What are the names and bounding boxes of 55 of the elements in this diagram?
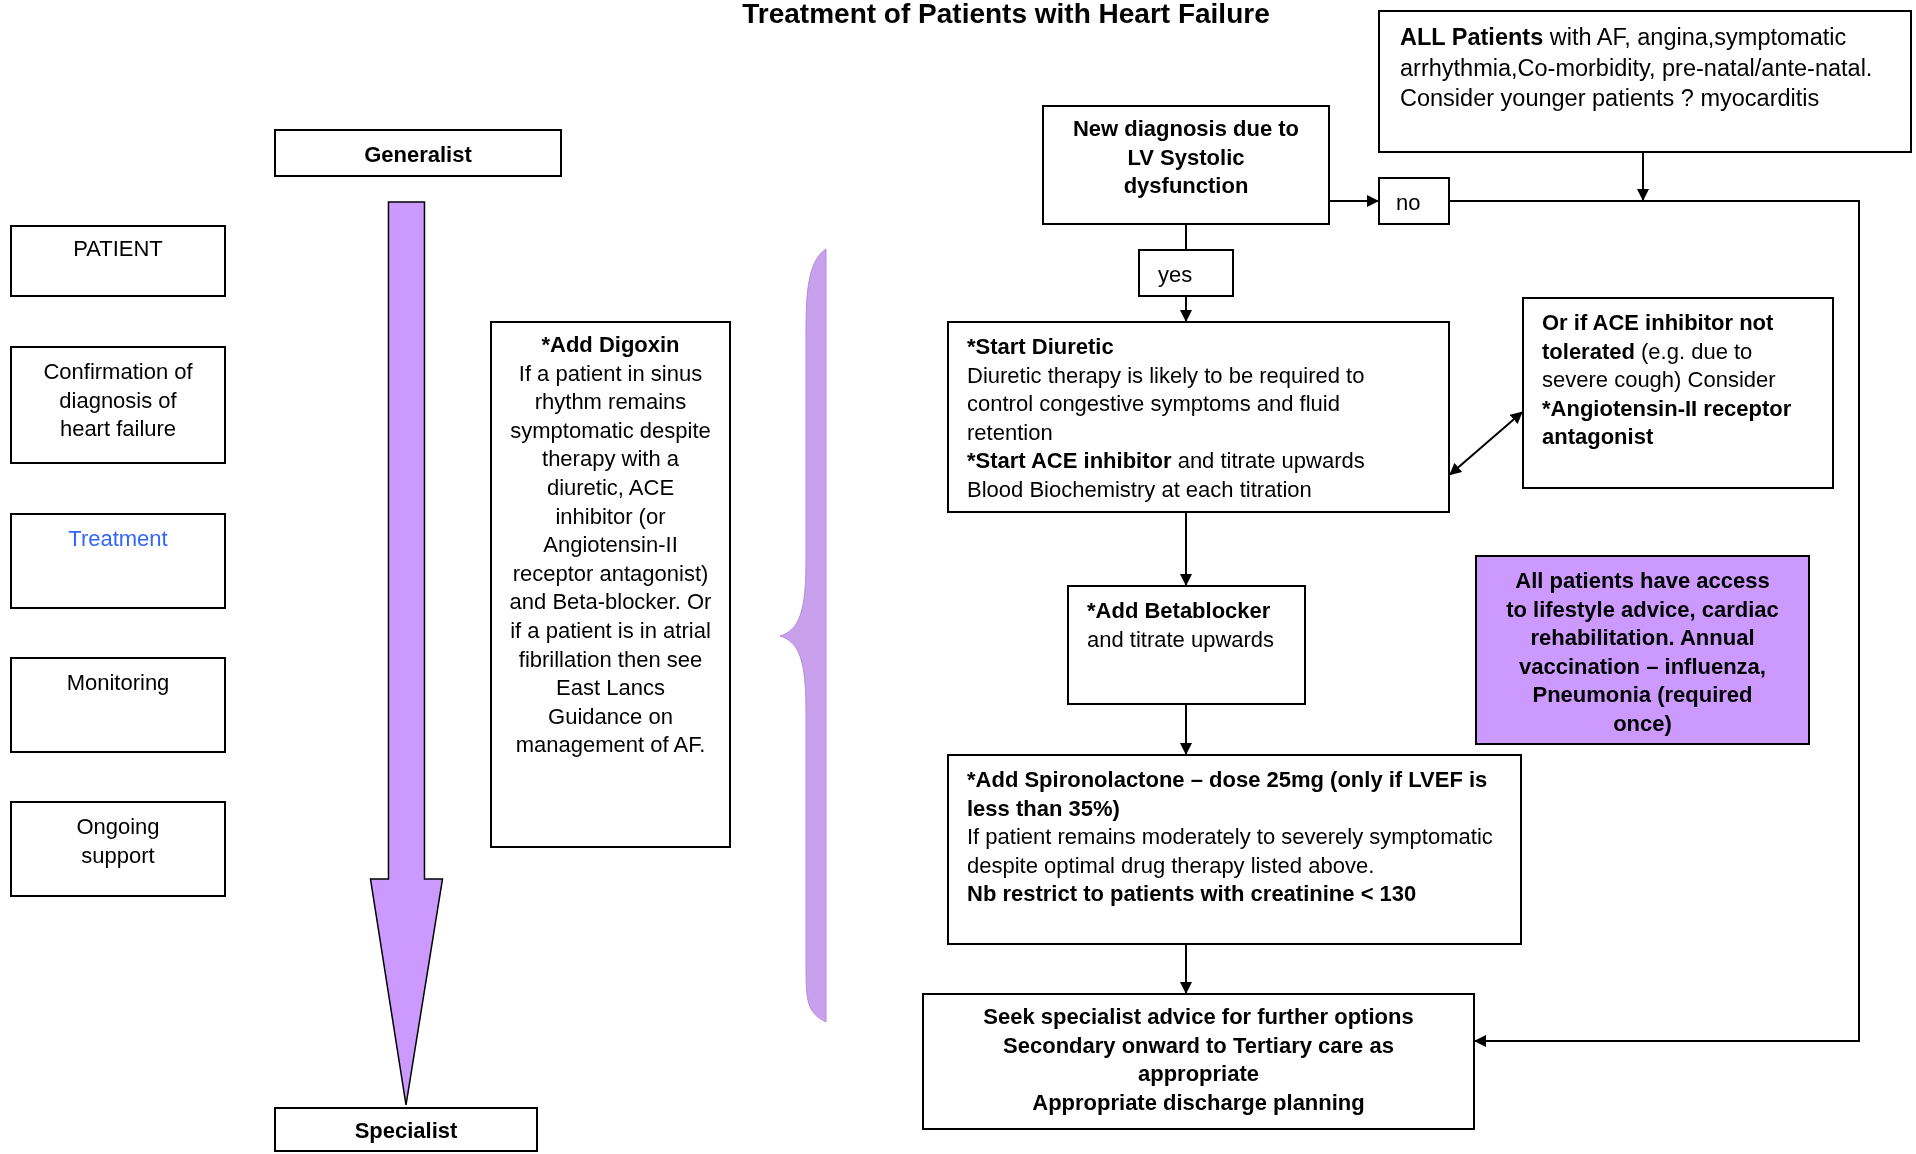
block-arrow <box>369 201 444 1106</box>
arrow <box>1449 200 1860 1047</box>
process-box <box>10 225 226 297</box>
arrow <box>1180 296 1192 322</box>
node-text: *Start ACE inhibitor and titrate upwards <box>967 447 1366 476</box>
node-text: *Angiotensin-II receptor antagonist <box>1542 394 1793 452</box>
process-box <box>10 513 226 609</box>
node-text: Specialist <box>353 1117 459 1145</box>
answer-box <box>1138 249 1234 297</box>
node-text: *Start Diuretic <box>967 333 1115 361</box>
process-box <box>922 993 1475 1130</box>
note-box <box>1378 10 1912 153</box>
arrow <box>1449 411 1523 476</box>
node-text: *Add Betablocker and titrate upwards <box>1087 597 1276 654</box>
arrow <box>1329 195 1379 207</box>
node-text: New diagnosis due to LV Systolic dysfunction <box>1071 115 1301 201</box>
process-box <box>947 754 1522 945</box>
decision-box <box>1042 105 1330 225</box>
node-text: Ongoing support <box>75 813 161 870</box>
node-text: Confirmation of diagnosis of heart failure <box>42 358 194 444</box>
node-text: Secondary onward to Tertiary care as appropriate <box>1002 1031 1395 1089</box>
node-text: Monitoring <box>65 669 171 697</box>
info-box <box>1475 555 1810 745</box>
node-text: Blood Biochemistry at each titration <box>967 475 1313 504</box>
arrow <box>1180 512 1192 586</box>
node-text: *Add Digoxin <box>540 331 681 359</box>
role-box <box>274 129 562 177</box>
process-box <box>1067 585 1306 705</box>
node-text: Generalist <box>363 141 473 169</box>
process-box <box>10 801 226 897</box>
node-text: Seek specialist advice for further options <box>982 1003 1415 1031</box>
node-text: PATIENT <box>72 235 164 263</box>
node-text: Consider younger patients ? myocarditis <box>1400 84 1821 114</box>
process-box <box>10 346 226 464</box>
arrow <box>1180 944 1192 994</box>
node-text: *Add Spironolactone – dose 25mg (only if LVEF is less than 35%) <box>967 766 1489 823</box>
node-text: yes <box>1158 261 1194 289</box>
node-text: Treatment <box>67 525 169 553</box>
process-box <box>1522 297 1834 489</box>
answer-box <box>1378 177 1450 225</box>
node-text: All patients have access to lifestyle advice, cardiac rehabilitation. Annual vaccination – influenza, Pneumonia (required once) <box>1505 567 1780 738</box>
node-text: Or if ACE inhibitor not tolerated (e.g. due to severe cough) Consider <box>1542 309 1777 395</box>
note-box <box>490 321 731 848</box>
node-text: If patient remains moderately to severely symptomatic despite optimal drug therapy listed above. <box>967 823 1494 880</box>
diagram-title: Treatment of Patients with Heart Failure <box>742 0 1270 30</box>
node-text: ALL Patients with AF, angina,symptomatic arrhythmia,Co-morbidity, pre-natal/ante-natal. <box>1400 23 1874 83</box>
node-text: Appropriate discharge planning <box>1031 1088 1366 1117</box>
node-text: If a patient in sinus rhythm remains symptomatic despite therapy with a diuretic, ACE inhibitor (or Angiotensin-II receptor antagonist) and Beta-blocker. Or if a patient is in atrial fibrillation then see East Lancs Guidance on management of AF. <box>508 359 713 760</box>
arrow <box>1180 704 1192 755</box>
role-box <box>274 1107 538 1152</box>
node-text: no <box>1396 189 1422 217</box>
process-box <box>947 321 1450 513</box>
node-text: Nb restrict to patients with creatinine < 130 <box>967 880 1418 909</box>
process-box <box>10 657 226 753</box>
arrow <box>1637 152 1649 201</box>
